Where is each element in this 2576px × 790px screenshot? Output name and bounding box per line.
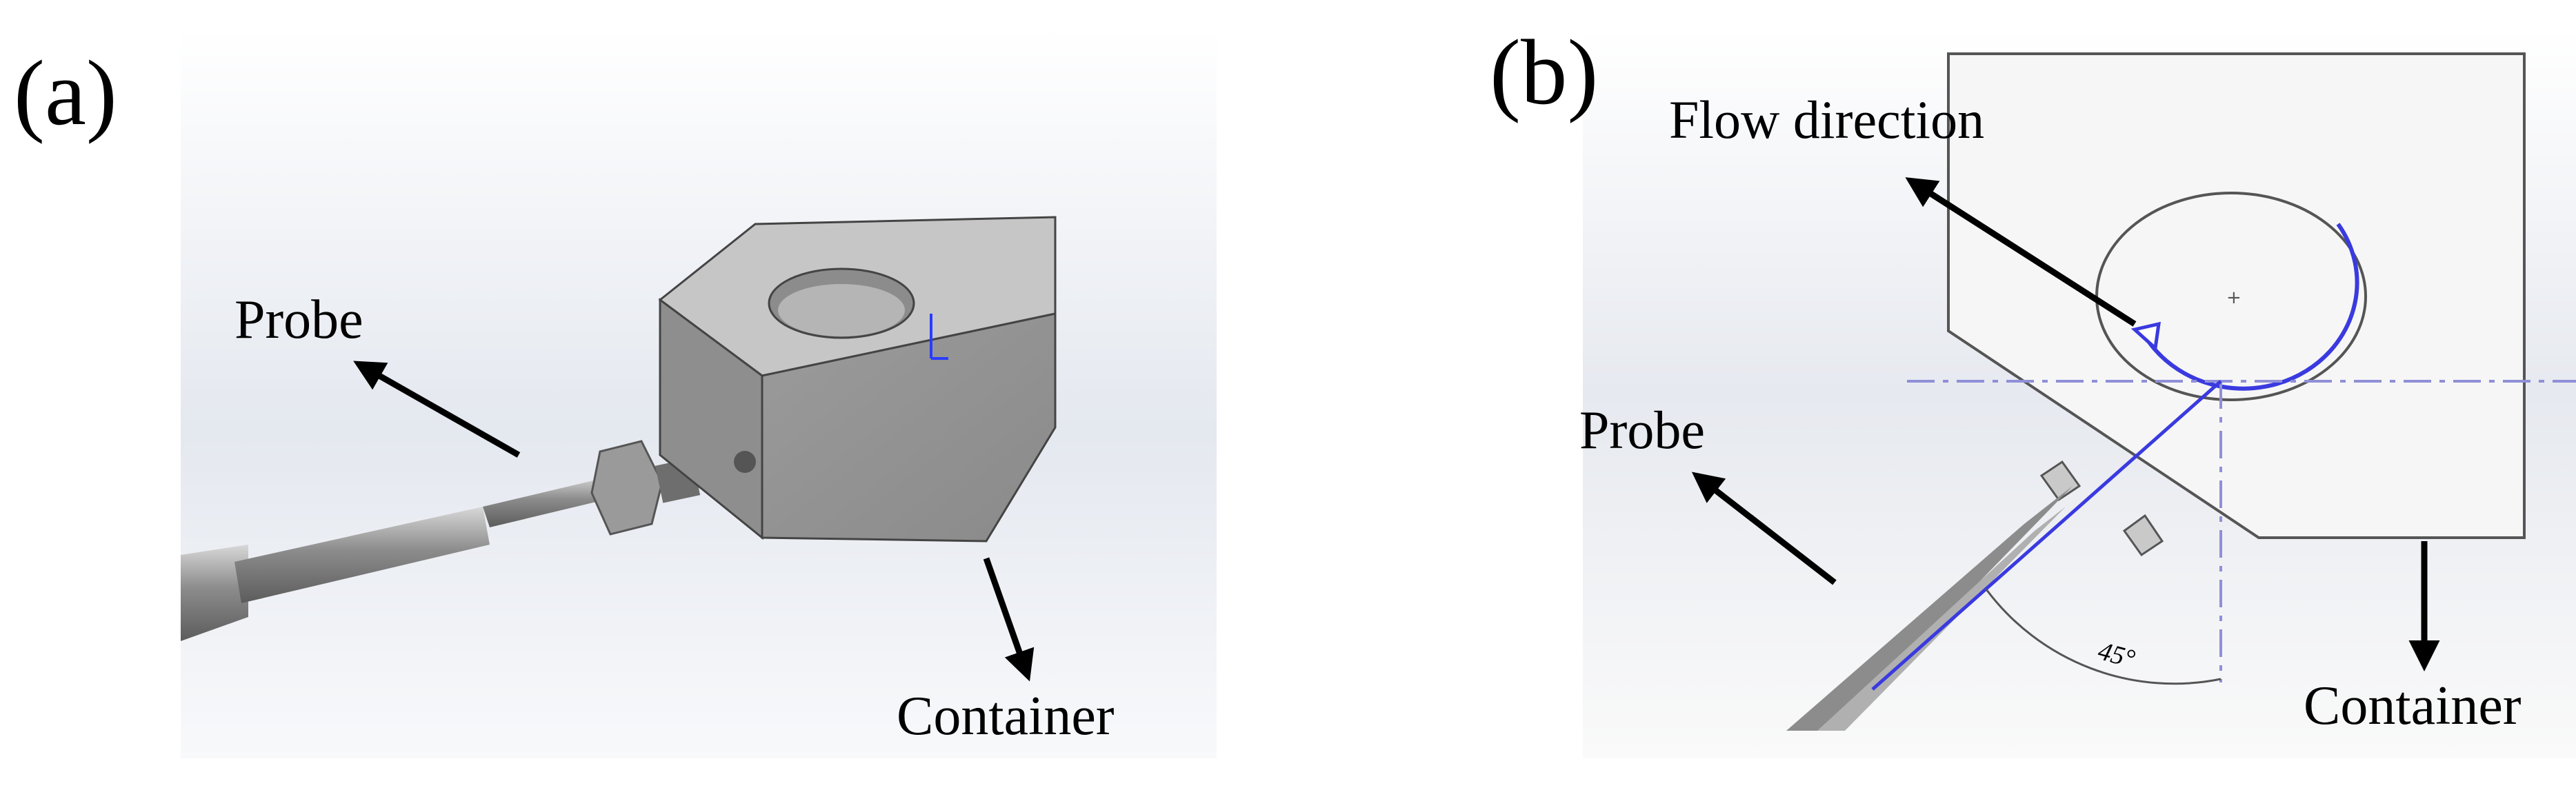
probe-shaft xyxy=(234,507,490,603)
probe-fitting-right xyxy=(2122,514,2164,557)
container-label-b: Container xyxy=(2304,676,2521,736)
probe-axis-line xyxy=(1871,380,2222,691)
probe-label-a: Probe xyxy=(234,290,363,350)
flow-arc xyxy=(2146,223,2359,391)
flow-direction-arrow xyxy=(1905,177,2137,327)
container-arrow-a xyxy=(983,557,1035,682)
container-side-port xyxy=(734,451,756,473)
panel-a-label: (a) xyxy=(14,42,117,145)
flow-arrowhead xyxy=(2130,321,2161,352)
angle-arc xyxy=(1985,589,2221,685)
probe-body xyxy=(181,545,248,641)
flow-direction-label: Flow direction xyxy=(1669,90,1984,150)
probe-rod-b-highlight xyxy=(1817,507,2066,731)
probe-arrow-a xyxy=(353,361,521,458)
bore-center-mark: + xyxy=(2226,287,2241,308)
panel-a: (a) Probe Container xyxy=(14,28,1217,758)
panel-b: (b) + 45° Flow direction Probe Container xyxy=(1490,21,2576,758)
probe-rod-b xyxy=(1786,486,2073,731)
panel-b-label: (b) xyxy=(1490,21,1598,124)
container-outline-b xyxy=(1947,52,2526,539)
container-front-face xyxy=(761,312,1057,543)
probe-nut xyxy=(590,440,663,536)
probe-fitting-left xyxy=(2039,460,2081,502)
probe-tip xyxy=(483,476,619,527)
container-3d xyxy=(658,216,1057,543)
container-hole-inner xyxy=(778,284,905,336)
container-label-a: Container xyxy=(897,686,1114,747)
probe-arrow-b xyxy=(1691,472,1837,585)
probe-label-b: Probe xyxy=(1579,400,1705,460)
